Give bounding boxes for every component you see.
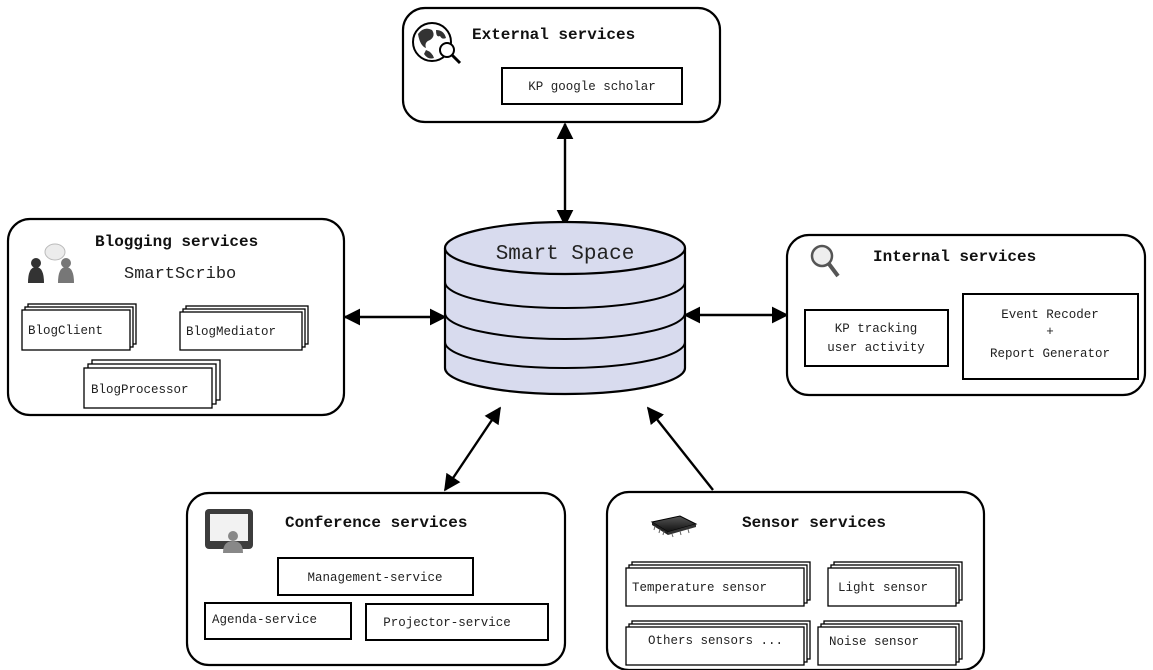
- presenter-screen-icon: [205, 509, 253, 553]
- internal-services-group: Internal services KP tracking user activ…: [785, 233, 1147, 397]
- conference-services-group: Conference services Management-service A…: [185, 491, 567, 667]
- blogging-services-group: Blogging services SmartScribo BlogClient…: [6, 217, 346, 417]
- external-services-group: External services KP google scholar: [401, 6, 722, 124]
- blogmediator-stack: BlogMediator: [179, 305, 309, 351]
- kp-tracking-line2: user activity: [827, 341, 925, 355]
- internal-services-title: Internal services: [873, 248, 1036, 266]
- blogprocessor-label: BlogProcessor: [91, 383, 189, 397]
- management-service-label: Management-service: [307, 571, 442, 585]
- blogprocessor-stack: BlogProcessor: [83, 359, 221, 409]
- connectors: [343, 122, 789, 492]
- smart-space-database: Smart Space: [443, 220, 687, 396]
- report-generator-line: Report Generator: [990, 347, 1110, 361]
- blogmediator-label: BlogMediator: [186, 325, 276, 339]
- blogging-services-title: Blogging services: [95, 233, 258, 251]
- projector-service-label: Projector-service: [383, 616, 511, 630]
- event-recoder-line1: Event Recoder: [1001, 308, 1099, 322]
- arrow-sensor-smartspace: [646, 406, 714, 491]
- blogclient-stack: BlogClient: [21, 303, 137, 351]
- magnifier-icon: [810, 244, 840, 278]
- noise-sensor-stack: Noise sensor: [817, 620, 963, 666]
- smart-space-label: Smart Space: [496, 243, 635, 266]
- noise-sensor-label: Noise sensor: [829, 635, 919, 649]
- blogclient-label: BlogClient: [28, 324, 103, 338]
- temperature-sensor-label: Temperature sensor: [632, 581, 767, 595]
- agenda-service-label: Agenda-service: [212, 613, 317, 627]
- arrow-conference-smartspace: [444, 406, 501, 492]
- smartscribo-label: SmartScribo: [124, 265, 236, 284]
- event-recoder-plus: +: [1046, 325, 1054, 339]
- temperature-sensor-stack: Temperature sensor: [625, 561, 811, 607]
- others-sensors-label: Others sensors ...: [648, 634, 783, 648]
- light-sensor-label: Light sensor: [838, 581, 928, 595]
- sensor-services-group: Sensor services Temperature sensor Light…: [605, 490, 986, 670]
- external-services-title: External services: [472, 26, 635, 44]
- chip-icon: [650, 515, 698, 538]
- conference-services-title: Conference services: [285, 514, 467, 532]
- kp-google-scholar-label: KP google scholar: [528, 80, 656, 94]
- users-chat-icon: [28, 243, 74, 283]
- kp-tracking-line1: KP tracking: [835, 322, 918, 336]
- others-sensors-stack: Others sensors ...: [625, 620, 811, 666]
- sensor-services-title: Sensor services: [742, 514, 886, 532]
- light-sensor-stack: Light sensor: [827, 561, 963, 607]
- globe-search-icon: [412, 22, 462, 65]
